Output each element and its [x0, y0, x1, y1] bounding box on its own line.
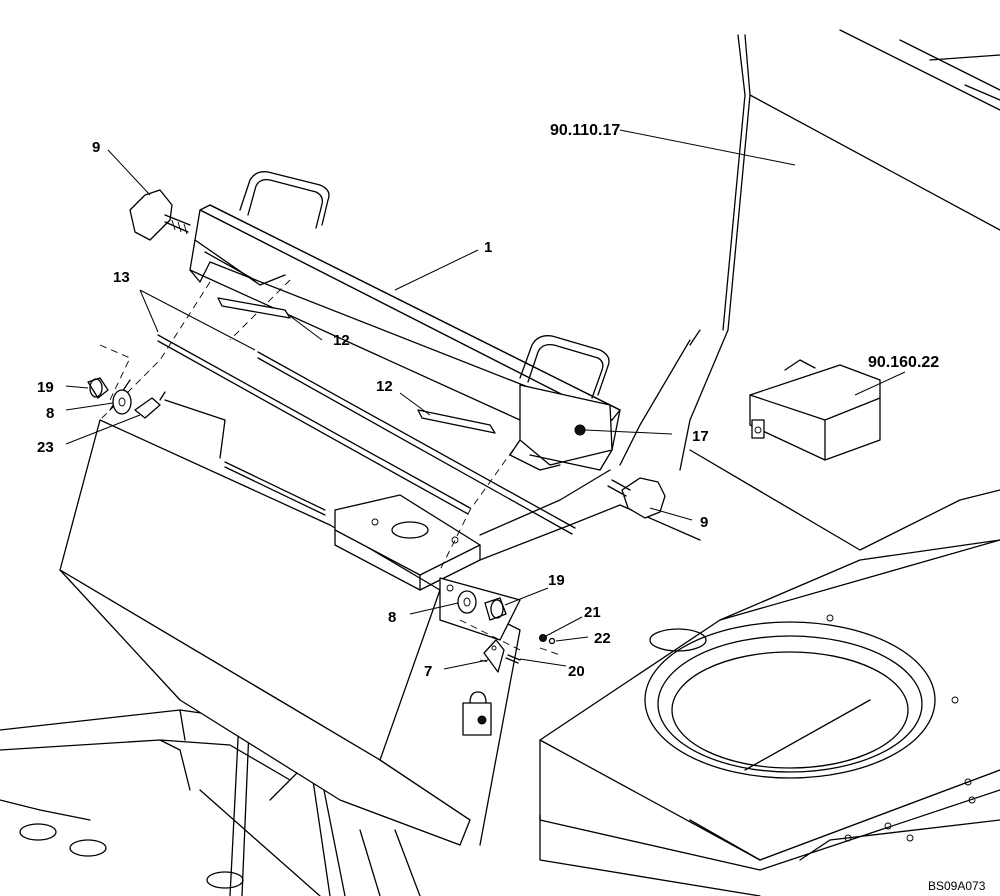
control-box [749, 359, 881, 461]
callout-21: 21 [584, 604, 601, 621]
callout-13: 13 [113, 269, 130, 286]
callouts: 9 1 13 12 12 17 9 19 8 23 8 19 21 22 20 … [37, 122, 986, 893]
reference-box: 90.160.22 [868, 354, 939, 371]
lower-box [59, 379, 521, 846]
callout-1: 1 [484, 239, 492, 256]
hardware [87, 189, 666, 673]
callout-12-upper: 12 [333, 332, 350, 349]
leader-lines [65, 129, 906, 670]
callout-12-lower: 12 [376, 378, 393, 395]
callout-8-left: 8 [46, 405, 54, 422]
machine-frame [0, 29, 1000, 896]
callout-9-right: 9 [700, 514, 708, 531]
callout-22: 22 [594, 630, 611, 647]
callout-17: 17 [692, 428, 709, 445]
callout-9-upper: 9 [92, 139, 100, 156]
callout-20: 20 [568, 663, 585, 680]
reference-cover: 90.110.17 [550, 122, 620, 139]
rods [157, 297, 576, 535]
tray-assembly [189, 171, 621, 471]
callout-8-right: 8 [388, 609, 396, 626]
callout-19-right: 19 [548, 572, 565, 589]
callout-23: 23 [37, 439, 54, 456]
callout-19-left: 19 [37, 379, 54, 396]
callout-7: 7 [424, 663, 432, 680]
drawing-code: BS09A073 [928, 879, 986, 893]
